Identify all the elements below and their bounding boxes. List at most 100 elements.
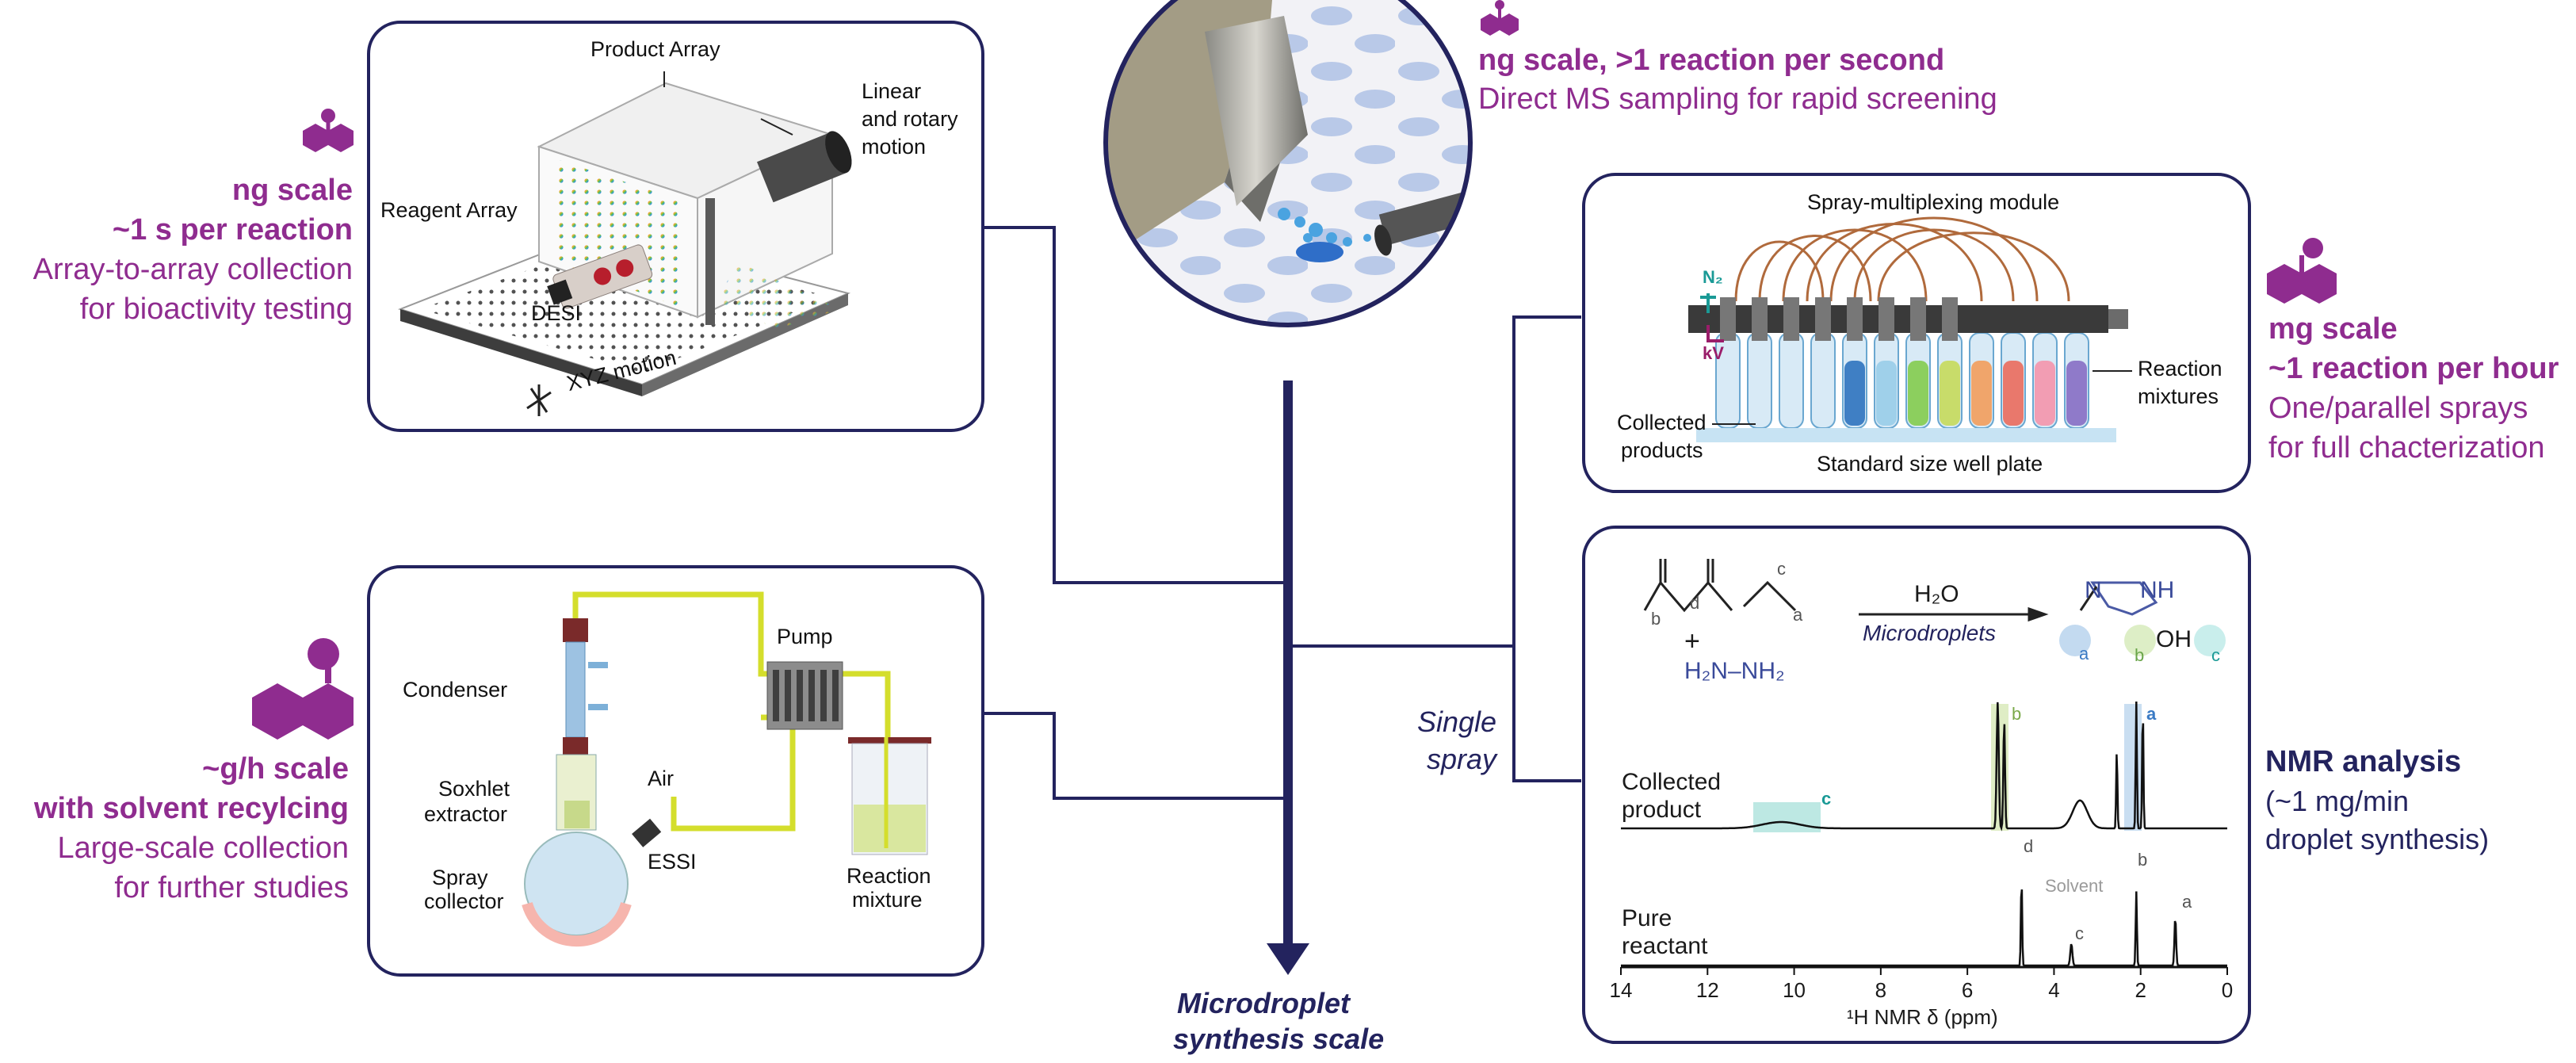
label-reaction1: Reaction bbox=[847, 864, 931, 888]
molecule-hexagon-icon bbox=[303, 109, 354, 152]
label-linear3: motion bbox=[862, 135, 927, 159]
label-reaction-mixtures1: Reaction bbox=[2138, 357, 2222, 380]
x-tick-label-10: 10 bbox=[1783, 978, 1806, 1002]
label-kv: kV bbox=[1703, 343, 1724, 363]
double-hexagon-icon bbox=[252, 638, 354, 740]
panel-nmr-box bbox=[1582, 526, 2251, 1044]
label-collected1: Collected bbox=[1617, 411, 1707, 434]
spectrum-line-pure bbox=[1621, 889, 2227, 967]
site-c-label: c bbox=[1777, 559, 1786, 579]
product-nh: NH bbox=[2140, 577, 2175, 603]
reagent-water: H₂O bbox=[1914, 581, 1959, 607]
trace-pure-1: Pure bbox=[1622, 905, 1672, 931]
label-essi: ESSI bbox=[648, 850, 697, 874]
bulk-scale: ~g/h scale bbox=[202, 752, 349, 786]
x-tick-label-0: 0 bbox=[2221, 978, 2234, 1002]
label-linear2: and rotary bbox=[862, 107, 958, 131]
single-spray-1: Single bbox=[1417, 705, 1497, 738]
multiplex-app1: One/parallel sprays bbox=[2268, 392, 2528, 425]
peak-label-a-collected: a bbox=[2146, 704, 2157, 724]
x-tick-label-8: 8 bbox=[1875, 978, 1887, 1002]
highlight-a bbox=[2124, 704, 2142, 831]
x-tick-label-4: 4 bbox=[2048, 978, 2060, 1002]
nmr-title: NMR analysis bbox=[2265, 745, 2462, 778]
site-b-label: b bbox=[1651, 609, 1661, 629]
site-a-label: a bbox=[1793, 605, 1803, 625]
label-reaction-mixtures2: mixtures bbox=[2138, 384, 2219, 408]
label-desi: DESI bbox=[531, 301, 582, 325]
x-tick-label-12: 12 bbox=[1695, 978, 1719, 1002]
solvent-label: Solvent bbox=[2045, 876, 2104, 896]
bulk-rate: with solvent recylcing bbox=[34, 792, 349, 825]
product-site-b: b bbox=[2135, 645, 2145, 665]
label-soxhlet1: Soxhlet bbox=[438, 777, 510, 801]
peak-label-d-pure: d bbox=[2024, 836, 2034, 856]
axis-title-line2: synthesis scale bbox=[1173, 1023, 1385, 1055]
condition-label: Microdroplets bbox=[1863, 621, 1997, 645]
x-tick-label-6: 6 bbox=[1961, 978, 1974, 1002]
bulk-app2: for further studies bbox=[114, 871, 349, 904]
label-spray2: collector bbox=[424, 889, 504, 913]
label-linear1: Linear bbox=[862, 79, 922, 103]
panel-multiplex-box bbox=[1582, 173, 2251, 493]
nmr-chart bbox=[1620, 701, 2228, 975]
peak-label-a-pure: a bbox=[2182, 892, 2192, 912]
peak-label-b-pure: b bbox=[2138, 850, 2148, 870]
bulk-apparatus bbox=[522, 591, 931, 947]
label-spray1: Spray bbox=[432, 866, 488, 889]
top-subtitle: Direct MS sampling for rapid screening bbox=[1478, 82, 1997, 116]
label-collected2: products bbox=[1621, 438, 1703, 462]
label-module: Spray-multiplexing module bbox=[1807, 190, 2060, 214]
array-app1: Array-to-array collection bbox=[32, 253, 353, 286]
reaction-scheme bbox=[1643, 559, 2158, 622]
bulk-app1: Large-scale collection bbox=[57, 832, 349, 865]
array-scale: ng scale bbox=[231, 174, 353, 207]
desi-apparatus bbox=[397, 71, 852, 416]
product-n: N bbox=[2085, 577, 2102, 603]
reaction-site-highlights bbox=[2059, 625, 2226, 656]
label-air: Air bbox=[648, 767, 674, 790]
ms-sampling-circle bbox=[1103, 0, 1473, 327]
axis-title-line1: Microdroplet bbox=[1177, 987, 1351, 1019]
label-n2: N₂ bbox=[1703, 267, 1723, 287]
panel-array-box bbox=[367, 21, 984, 432]
nmr-line2: (~1 mg/min bbox=[2265, 785, 2410, 817]
multiplex-scale: mg scale bbox=[2268, 312, 2398, 346]
panel-bulk-box bbox=[367, 565, 984, 977]
spectrum-line-collected bbox=[1621, 701, 2227, 832]
label-reagent-array: Reagent Array bbox=[380, 198, 518, 222]
hydrazine-label: H₂N–NH₂ bbox=[1684, 658, 1785, 684]
x-axis-title: ¹H NMR δ (ppm) bbox=[1847, 1005, 1998, 1029]
xyz-motion-icon bbox=[526, 384, 552, 416]
peak-label-b-collected: b bbox=[2012, 704, 2022, 724]
product-site-a: a bbox=[2079, 644, 2089, 663]
array-app2: for bioactivity testing bbox=[79, 293, 353, 326]
label-condenser: Condenser bbox=[403, 678, 508, 702]
single-spray-2: spray bbox=[1427, 743, 1497, 775]
connector-lines bbox=[983, 226, 1581, 800]
label-pump: Pump bbox=[777, 625, 833, 648]
peak-label-c-collected: c bbox=[1821, 789, 1832, 809]
nmr-line3: droplet synthesis) bbox=[2265, 823, 2490, 855]
arrow-down-icon bbox=[1267, 380, 1309, 975]
label-product-array: Product Array bbox=[590, 37, 720, 61]
molecule-hexagon-icon bbox=[2267, 238, 2337, 304]
x-tick-label-14: 14 bbox=[1609, 978, 1633, 1002]
multiplex-apparatus bbox=[1688, 216, 2132, 442]
array-rate: ~1 s per reaction bbox=[112, 213, 353, 247]
x-tick-label-2: 2 bbox=[2135, 978, 2146, 1002]
label-soxhlet2: extractor bbox=[424, 802, 508, 826]
multiplex-app2: for full chacterization bbox=[2268, 431, 2545, 465]
product-site-c: c bbox=[2211, 645, 2220, 665]
peak-label-c-pure: c bbox=[2075, 923, 2084, 943]
product-oh: OH bbox=[2156, 626, 2192, 652]
trace-collected-1: Collected bbox=[1622, 769, 1722, 795]
trace-pure-2: reactant bbox=[1622, 933, 1708, 959]
plus-sign: + bbox=[1684, 626, 1700, 656]
label-plate: Standard size well plate bbox=[1817, 452, 2043, 476]
top-title: ng scale, >1 reaction per second bbox=[1478, 44, 1945, 77]
highlight-c bbox=[1753, 802, 1821, 832]
molecule-hexagon-icon bbox=[1481, 0, 1519, 36]
